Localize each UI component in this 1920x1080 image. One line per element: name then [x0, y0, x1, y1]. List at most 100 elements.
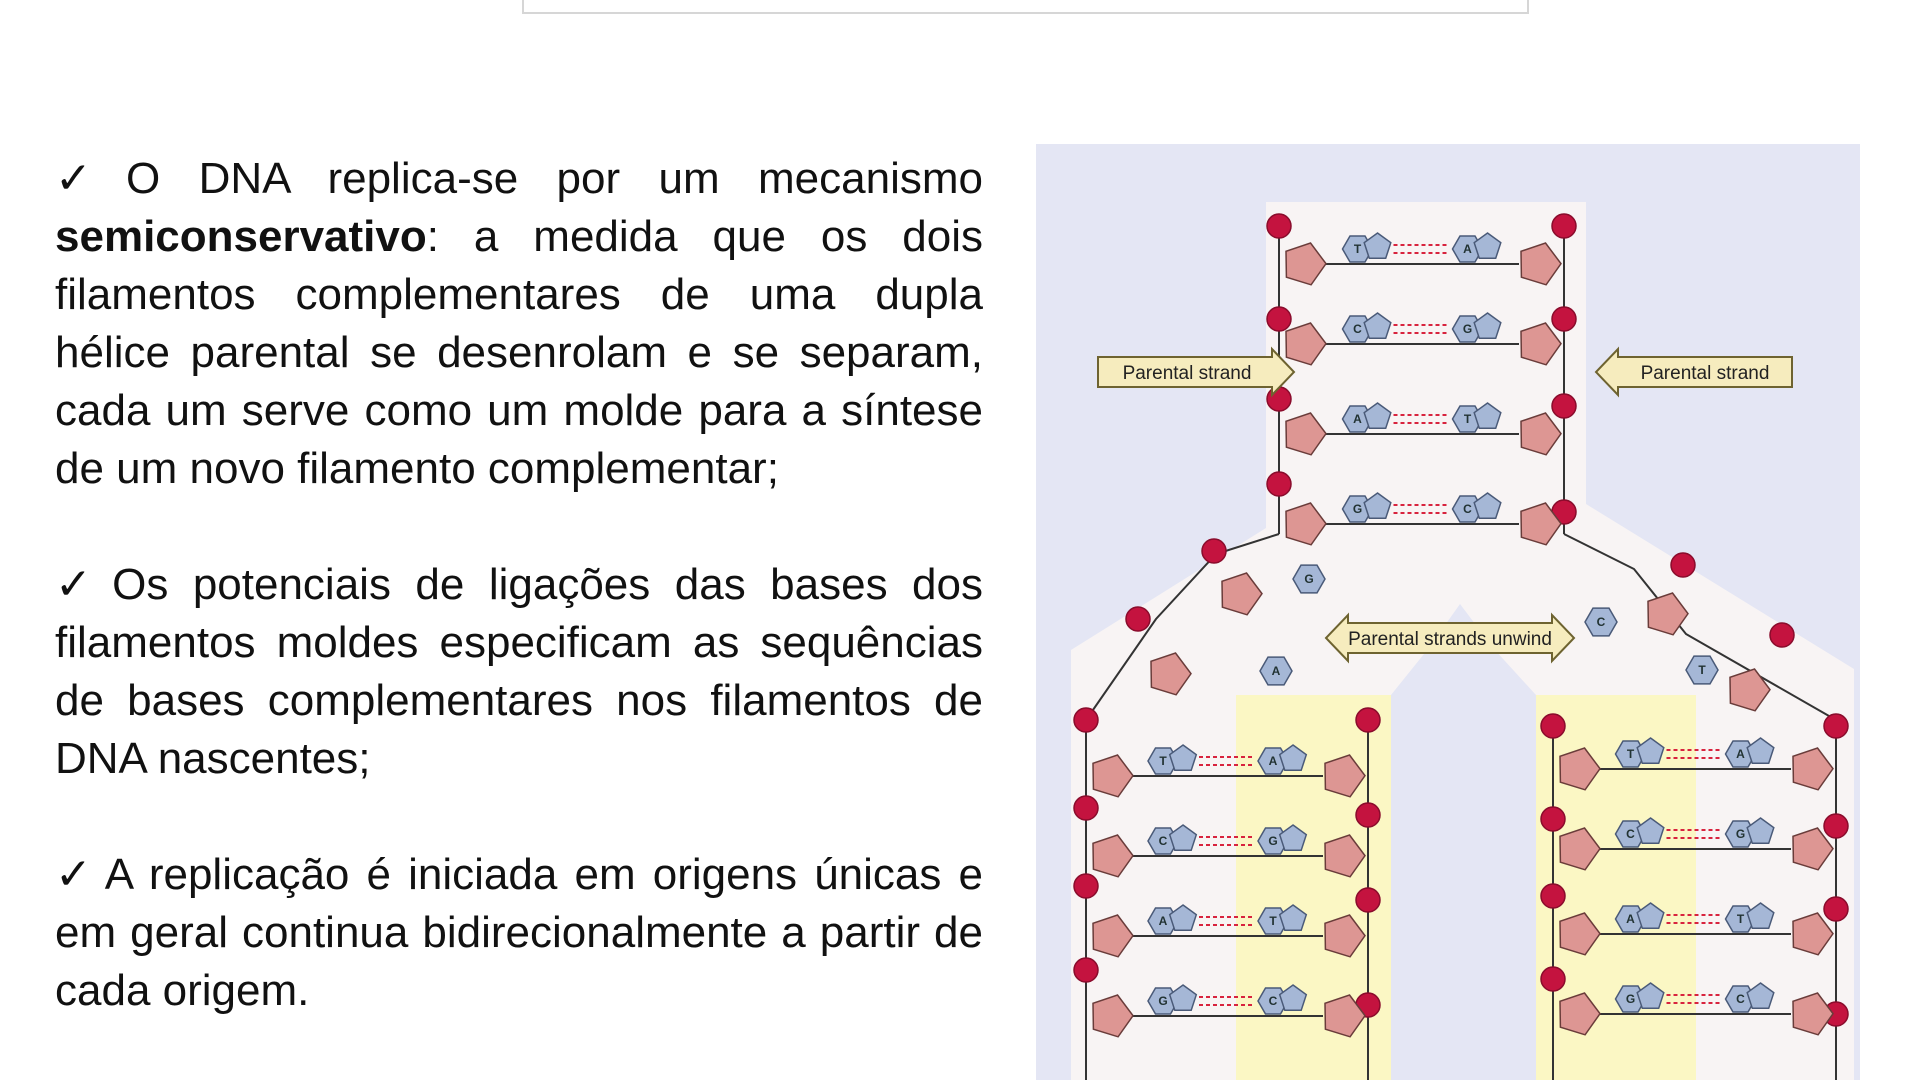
- base-letter: C: [1463, 502, 1472, 516]
- base-pentagon: [1636, 737, 1665, 765]
- phosphate-dot: [1125, 606, 1151, 632]
- base-pentagon: [1473, 232, 1502, 260]
- base-letter: G: [1304, 572, 1313, 586]
- base-pentagon: [1278, 744, 1308, 772]
- phosphate-dot: [1540, 966, 1566, 992]
- base-pentagon: [1746, 817, 1775, 845]
- check-icon: ✓: [55, 850, 97, 899]
- phosphate-dot: [1823, 896, 1849, 922]
- base-letter: A: [1159, 914, 1168, 928]
- base-pentagon: [1168, 744, 1198, 772]
- base-pentagon: [1473, 312, 1502, 340]
- base-letter: C: [1159, 834, 1168, 848]
- sugar-pentagon: [1324, 994, 1366, 1038]
- phosphate-dot: [1355, 802, 1381, 828]
- parental-strand-arrow-right: [1594, 346, 1793, 398]
- base-pentagon: [1363, 492, 1392, 520]
- base-pentagon: [1278, 984, 1308, 1012]
- sugar-pentagon: [1559, 912, 1601, 956]
- base-letter: C: [1736, 992, 1745, 1006]
- base-letter: C: [1353, 322, 1362, 336]
- phosphate-dot: [1540, 883, 1566, 909]
- base-letter: C: [1597, 615, 1606, 629]
- sugar-phosphate-backbone: [1085, 533, 1280, 721]
- sugar-pentagon: [1092, 994, 1134, 1038]
- base-pentagon: [1636, 817, 1665, 845]
- sugar-pentagon: [1520, 412, 1562, 456]
- sugar-pentagon: [1559, 747, 1601, 791]
- sugar-pentagon: [1324, 754, 1366, 798]
- base-pentagon: [1278, 904, 1308, 932]
- base-letter: A: [1736, 747, 1745, 761]
- parental-strands-unwind-arrow: [1324, 612, 1576, 664]
- phosphate-dot: [1355, 887, 1381, 913]
- sugar-pentagon: [1792, 992, 1834, 1036]
- bullet-1-text-post: : a medida que os dois filamentos comple…: [55, 212, 983, 493]
- phosphate-dot: [1670, 552, 1696, 578]
- sugar-pentagon: [1647, 592, 1689, 636]
- sugar-pentagon: [1324, 834, 1366, 878]
- base-letter: G: [1268, 834, 1277, 848]
- base-letter: A: [1626, 912, 1635, 926]
- phosphate-dot: [1540, 713, 1566, 739]
- dna-strands: [1073, 213, 1849, 1080]
- parental-strands-unwind-arrow-label: Parental strands unwind: [1348, 629, 1552, 650]
- bullet-1-text-pre: O DNA replica-se por um mecanismo: [126, 154, 983, 203]
- phosphate-dot: [1201, 538, 1227, 564]
- phosphate-dot: [1073, 873, 1099, 899]
- base-letter: A: [1353, 412, 1362, 426]
- bullet-2-text: Os potenciais de ligações das bases dos …: [55, 560, 983, 783]
- base-letter: T: [1698, 663, 1706, 677]
- bullet-1: ✓O DNA replica-se por um mecanismo semic…: [55, 150, 983, 498]
- base-letter: T: [1269, 914, 1277, 928]
- base-pentagon: [1363, 312, 1392, 340]
- sugar-pentagon: [1520, 242, 1562, 286]
- base-letter: T: [1464, 412, 1472, 426]
- sugar-pentagon: [1792, 912, 1834, 956]
- base-hexagon: [1685, 655, 1719, 685]
- sugar-pentagon: [1092, 834, 1134, 878]
- phosphate-dot: [1266, 471, 1292, 497]
- base-pentagon: [1278, 824, 1308, 852]
- sugar-pentagon: [1324, 914, 1366, 958]
- base-letter: G: [1353, 502, 1362, 516]
- sugar-pentagon: [1729, 668, 1771, 712]
- base-letter: T: [1159, 754, 1167, 768]
- check-icon: ✓: [55, 154, 119, 203]
- base-pentagon: [1473, 492, 1502, 520]
- sugar-pentagon: [1221, 572, 1263, 616]
- base-pentagon: [1363, 232, 1392, 260]
- parental-strand-arrow-right-label: Parental strand: [1641, 363, 1770, 384]
- base-pentagon: [1168, 824, 1198, 852]
- sugar-pentagon: [1285, 322, 1327, 366]
- phosphate-dot: [1266, 213, 1292, 239]
- sugar-pentagon: [1520, 322, 1562, 366]
- base-pentagon: [1746, 982, 1775, 1010]
- bullet-3: ✓A replicação é iniciada em origens únic…: [55, 846, 983, 1020]
- phosphate-dot: [1823, 813, 1849, 839]
- sugar-pentagon: [1792, 827, 1834, 871]
- base-pentagon: [1636, 902, 1665, 930]
- sugar-pentagon: [1285, 242, 1327, 286]
- base-pentagon: [1168, 904, 1198, 932]
- phosphate-dot: [1073, 957, 1099, 983]
- sugar-pentagon: [1285, 412, 1327, 456]
- phosphate-dot: [1823, 713, 1849, 739]
- base-letter: C: [1269, 994, 1278, 1008]
- sugar-pentagon: [1559, 827, 1601, 871]
- base-pentagon: [1746, 737, 1775, 765]
- base-letter: G: [1158, 994, 1167, 1008]
- base-pentagon: [1168, 984, 1198, 1012]
- base-pentagon: [1746, 902, 1775, 930]
- parental-strand-arrow-left-label: Parental strand: [1123, 363, 1252, 384]
- bullet-1-bold-term: semiconservativo: [55, 212, 427, 261]
- phosphate-dot: [1551, 306, 1577, 332]
- phosphate-dot: [1073, 795, 1099, 821]
- phosphate-dot: [1073, 707, 1099, 733]
- phosphate-dot: [1551, 213, 1577, 239]
- base-letter: G: [1463, 322, 1472, 336]
